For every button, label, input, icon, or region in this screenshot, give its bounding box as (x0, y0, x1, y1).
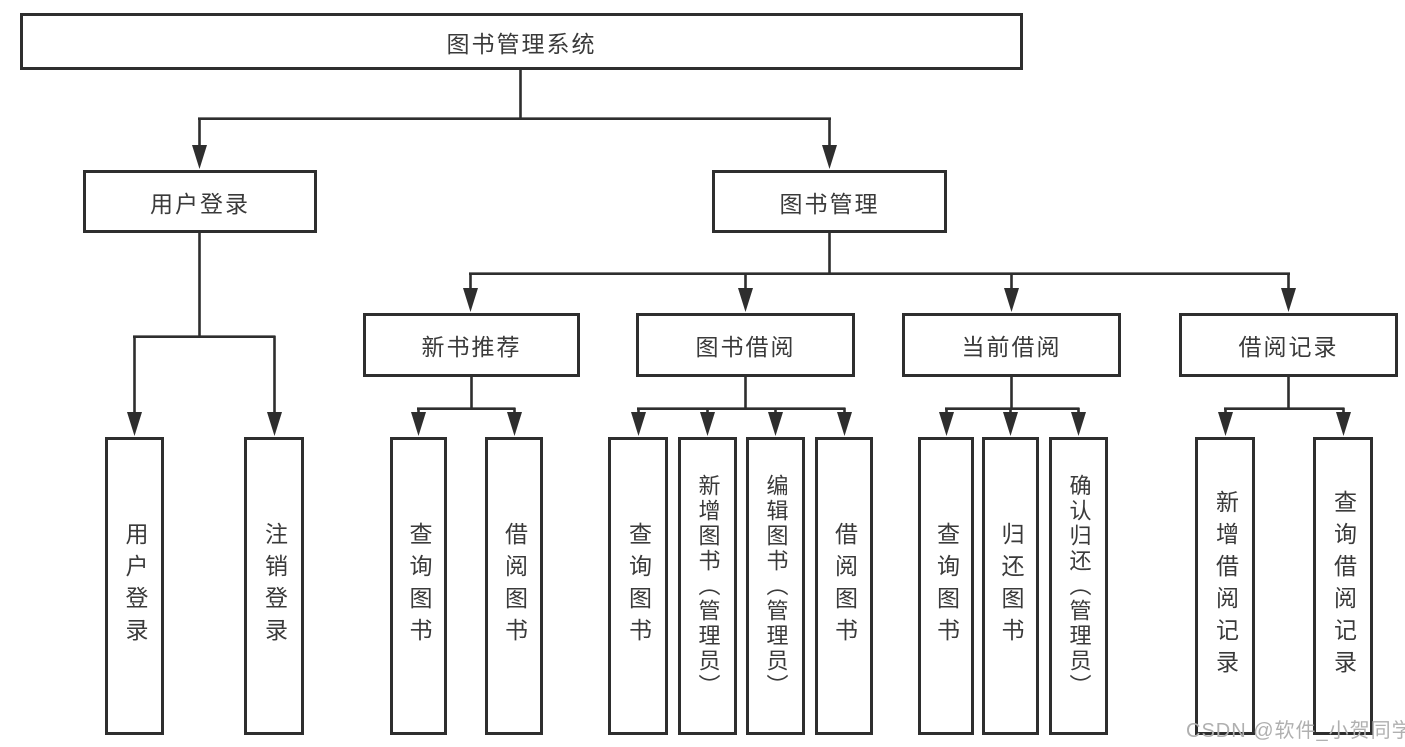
leaf-label: 借阅图书 (831, 522, 858, 650)
node-user-login: 用户登录 (83, 170, 317, 233)
leaf-add-books-admin: 新增图书（管理员） (678, 437, 737, 735)
leaf-label: 新增图书（管理员） (695, 473, 721, 699)
leaf-label: 确认归还（管理员） (1066, 473, 1092, 699)
node-label: 新书推荐 (421, 334, 522, 360)
node-book-management: 图书管理 (712, 170, 947, 233)
node-root-system: 图书管理系统 (20, 13, 1023, 70)
leaf-label: 注销登录 (261, 522, 288, 650)
leaf-add-borrow-record: 新增借阅记录 (1195, 437, 1255, 735)
leaf-logout: 注销登录 (244, 437, 304, 735)
leaf-borrow-books-borrowing: 借阅图书 (815, 437, 873, 735)
leaf-confirm-return-admin: 确认归还（管理员） (1049, 437, 1108, 735)
node-new-book-recommend: 新书推荐 (363, 313, 580, 377)
leaf-query-books-recommend: 查询图书 (390, 437, 447, 735)
node-label: 图书借阅 (695, 334, 796, 360)
leaf-query-borrow-record: 查询借阅记录 (1313, 437, 1373, 735)
leaf-return-books: 归还图书 (982, 437, 1039, 735)
node-label: 图书管理 (779, 190, 880, 217)
leaf-borrow-books-recommend: 借阅图书 (485, 437, 543, 735)
csdn-watermark: CSDN @软件_小贺同学 (1186, 720, 1405, 742)
node-book-borrowing: 图书借阅 (636, 313, 855, 377)
leaf-query-books-current: 查询图书 (918, 437, 974, 735)
leaf-edit-books-admin: 编辑图书（管理员） (746, 437, 805, 735)
leaf-label: 借阅图书 (501, 522, 528, 650)
leaf-label: 查询图书 (406, 522, 432, 650)
node-label: 用户登录 (150, 190, 250, 217)
leaf-label: 查询图书 (933, 522, 960, 650)
node-label: 当前借阅 (961, 334, 1062, 360)
node-label: 借阅记录 (1238, 334, 1339, 360)
node-current-borrowing: 当前借阅 (902, 313, 1121, 377)
leaf-query-books-borrowing: 查询图书 (608, 437, 668, 735)
leaf-label: 用户登录 (122, 522, 148, 650)
leaf-label: 查询借阅记录 (1330, 490, 1357, 682)
leaf-label: 查询图书 (625, 522, 652, 650)
node-root-label: 图书管理系统 (446, 30, 597, 57)
leaf-label: 新增借阅记录 (1212, 490, 1239, 682)
leaf-user-login: 用户登录 (105, 437, 164, 735)
leaf-label: 编辑图书（管理员） (763, 473, 789, 699)
leaf-label: 归还图书 (998, 522, 1024, 650)
node-borrow-records: 借阅记录 (1179, 313, 1398, 377)
